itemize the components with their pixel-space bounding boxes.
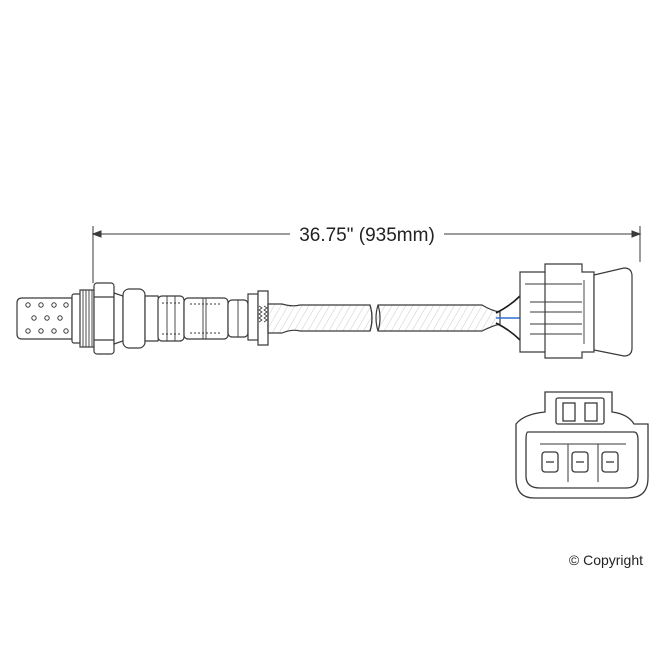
cable [267,303,501,334]
terminal-3 [601,451,619,473]
dimension-indicator [91,226,642,283]
copyright-label: © Copyright [569,552,643,568]
sensor-probe [16,293,82,344]
wires [495,295,521,341]
arrow-left-icon [91,230,102,238]
dimension-label: 36.75" (935mm) [299,225,435,246]
wire-black-bottom [495,322,521,341]
wire-black-top [495,295,521,314]
arrow-right-icon [631,230,642,238]
connector-end-view [515,391,649,499]
threaded-hex-body [79,282,124,355]
terminal-2 [571,451,589,473]
sensor-housing [122,288,269,349]
connector-plug [519,263,633,359]
terminal-1 [541,451,559,473]
